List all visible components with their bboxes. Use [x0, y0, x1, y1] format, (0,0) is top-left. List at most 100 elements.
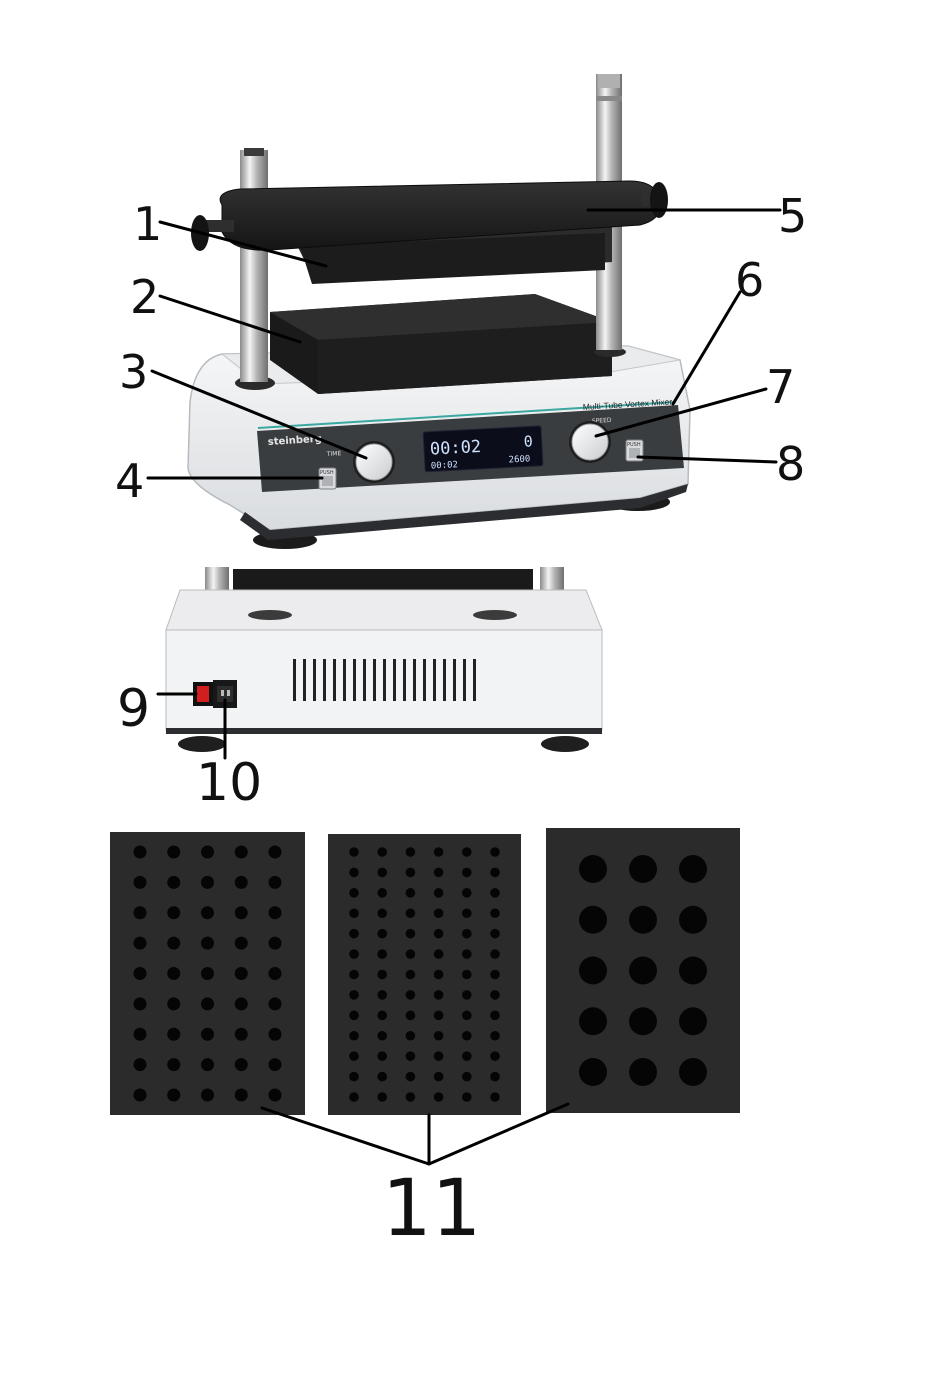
tube-hole [235, 997, 248, 1010]
tube-hole [201, 967, 214, 980]
tube-hole [235, 906, 248, 919]
tube-hole [434, 990, 444, 1000]
vent-slot [293, 659, 296, 701]
tube-hole [406, 868, 416, 878]
tube-hole [629, 1007, 657, 1035]
tube-hole [235, 1089, 248, 1102]
tube-hole [434, 1051, 444, 1061]
foot [178, 736, 226, 752]
tube-hole [490, 970, 500, 980]
tube-hole [269, 906, 282, 919]
tube-hole [462, 908, 472, 918]
leader-11a [262, 1108, 429, 1164]
tube-hole [490, 1031, 500, 1041]
tube-hole [434, 868, 444, 878]
vent-slot [403, 659, 406, 701]
tube-hole [462, 990, 472, 1000]
tube-hole [629, 1058, 657, 1086]
time-label: TIME [326, 450, 342, 458]
lcd-display: 00:02 0 00:02 2600 [423, 426, 543, 472]
tube-hole [462, 1051, 472, 1061]
tube-hole [462, 888, 472, 898]
tube-hole [377, 929, 387, 939]
tube-hole [349, 970, 359, 980]
tube-hole [134, 1058, 147, 1071]
tube-hole [134, 967, 147, 980]
tube-hole [235, 967, 248, 980]
tube-hole [462, 1011, 472, 1021]
tube-hole [269, 1028, 282, 1041]
tube-hole [167, 906, 180, 919]
vent-slot [393, 659, 396, 701]
tube-hole [201, 876, 214, 889]
speed-knob[interactable] [569, 421, 611, 463]
vent-slot [353, 659, 356, 701]
callout-1: 1 [133, 197, 162, 251]
tube-hole [167, 967, 180, 980]
time-knob[interactable] [353, 441, 395, 483]
tube-hole [349, 1031, 359, 1041]
tube-hole [349, 908, 359, 918]
tube-hole [462, 970, 472, 980]
tube-hole [462, 847, 472, 857]
display-speed-setting: 2600 [508, 454, 530, 465]
foot [541, 736, 589, 752]
tube-hole [349, 868, 359, 878]
tube-hole [462, 868, 472, 878]
tube-hole [201, 906, 214, 919]
tube-hole [434, 1031, 444, 1041]
tube-hole [269, 967, 282, 980]
tube-hole [134, 876, 147, 889]
tube-hole [490, 1051, 500, 1061]
callout-10: 10 [196, 753, 262, 813]
vent-slot [303, 659, 306, 701]
tube-hole [377, 1031, 387, 1041]
tube-hole [434, 929, 444, 939]
tube-hole [434, 1072, 444, 1082]
tube-hole [167, 876, 180, 889]
tube-hole [201, 937, 214, 950]
tube-hole [235, 876, 248, 889]
tube-hole [201, 846, 214, 859]
tube-hole [490, 929, 500, 939]
push-label: PUSH [320, 470, 334, 476]
display-speed-value: 0 [523, 432, 533, 450]
tube-hole [462, 1072, 472, 1082]
tube-hole [349, 888, 359, 898]
tube-hole [462, 929, 472, 939]
tube-hole [269, 846, 282, 859]
tube-hole [377, 868, 387, 878]
vent-slot [443, 659, 446, 701]
tube-hole [167, 1028, 180, 1041]
tube-hole [349, 1092, 359, 1102]
tube-hole [349, 949, 359, 959]
vent-slot [343, 659, 346, 701]
tube-hole [134, 846, 147, 859]
tube-hole [462, 1092, 472, 1102]
tube-hole [629, 957, 657, 985]
tube-hole [490, 868, 500, 878]
tube-hole [269, 937, 282, 950]
callout-8: 8 [776, 437, 805, 491]
tube-hole [167, 997, 180, 1010]
leader-6 [673, 292, 740, 404]
vent-slot [333, 659, 336, 701]
tube-hole [406, 929, 416, 939]
tube-hole [235, 1058, 248, 1071]
push-label: PUSH [627, 442, 641, 448]
tube-hole [349, 1072, 359, 1082]
tube-hole [434, 847, 444, 857]
tube-hole [235, 937, 248, 950]
callout-9: 9 [117, 679, 150, 739]
housing-top [166, 590, 602, 630]
tube-hole [579, 957, 607, 985]
tube-hole [167, 846, 180, 859]
tube-hole [406, 949, 416, 959]
callout-3: 3 [119, 345, 148, 399]
tube-hole [201, 1089, 214, 1102]
tube-hole [349, 929, 359, 939]
tube-hole [134, 1089, 147, 1102]
tube-hole [349, 1011, 359, 1021]
tube-hole [167, 937, 180, 950]
